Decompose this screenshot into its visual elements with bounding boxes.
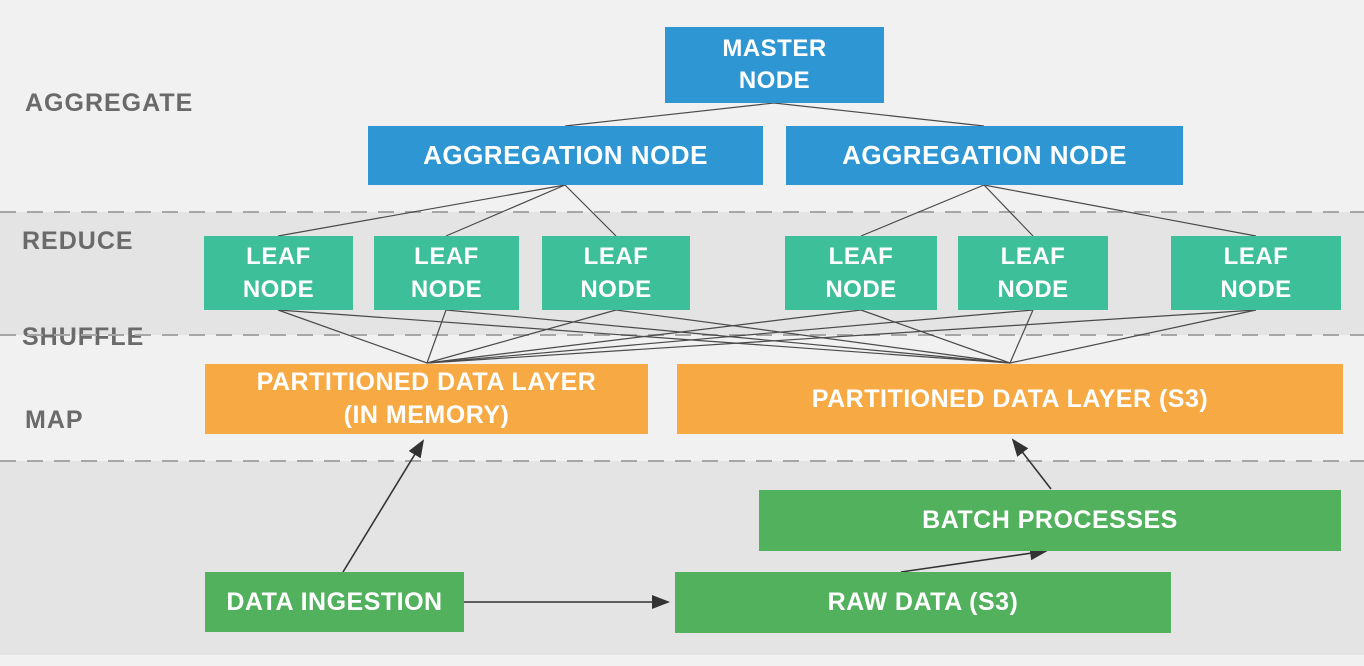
footer-band [0,655,1364,666]
leaf-node-2: LEAF NODE [374,236,519,310]
leaf-node-1: LEAF NODE [204,236,353,310]
aggregation-node-right: AGGREGATION NODE [786,126,1183,185]
partitioned-data-layer-memory: PARTITIONED DATA LAYER (IN MEMORY) [205,364,648,434]
stage-label-map: MAP [25,406,84,434]
data-ingestion-node: DATA INGESTION [205,572,464,632]
master-node: MASTER NODE [665,27,884,103]
batch-processes-node: BATCH PROCESSES [759,490,1341,551]
leaf-node-4: LEAF NODE [785,236,937,310]
aggregation-node-left: AGGREGATION NODE [368,126,763,185]
stage-label-reduce: REDUCE [22,227,134,255]
stage-label-shuffle: SHUFFLE [22,323,145,351]
stage-label-aggregate: AGGREGATE [25,89,194,117]
leaf-node-5: LEAF NODE [958,236,1108,310]
leaf-node-6: LEAF NODE [1171,236,1341,310]
leaf-node-3: LEAF NODE [542,236,690,310]
raw-data-s3-node: RAW DATA (S3) [675,572,1171,633]
partitioned-data-layer-s3: PARTITIONED DATA LAYER (S3) [677,364,1343,434]
